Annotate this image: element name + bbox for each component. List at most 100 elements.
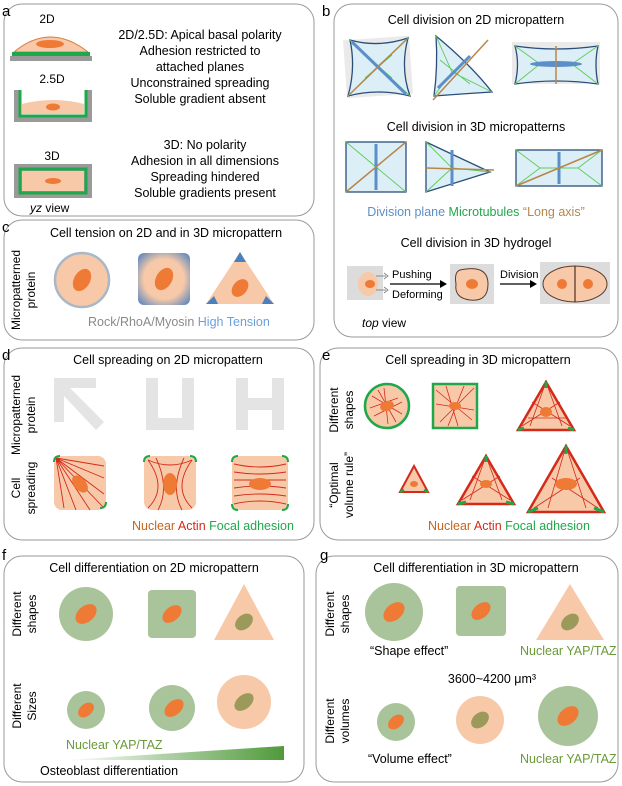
- e-title: Cell spreading in 3D micropattern: [385, 353, 571, 367]
- hydrogel-cell-deformed: [450, 264, 494, 304]
- g-shape-square: [456, 586, 506, 636]
- division-3d-square: [345, 141, 407, 193]
- b-title-3d: Cell division in 3D micropatterns: [387, 120, 566, 134]
- svg-text:Different: Different: [10, 591, 24, 637]
- label-2d: 2D: [39, 12, 55, 26]
- svg-text:Soluble gradients present: Soluble gradients present: [134, 186, 276, 200]
- b-title-hydrogel: Cell division in 3D hydrogel: [401, 236, 552, 250]
- f-shape-triangle: [214, 584, 274, 640]
- svg-text:Micropatterned: Micropatterned: [9, 250, 23, 330]
- c-side-label: Micropatterned protein: [9, 250, 38, 330]
- text-3d-properties: 3D: No polarity Adhesion in all dimensio…: [131, 138, 279, 200]
- text-2d-properties: 2D/2.5D: Apical basal polarity Adhesion …: [118, 28, 282, 106]
- svg-text:Sizes: Sizes: [25, 691, 39, 720]
- pattern-h-shape: [236, 378, 284, 430]
- d-legend: Nuclear Actin Focal adhesion: [132, 519, 294, 533]
- d-title: Cell spreading on 2D micropattern: [73, 353, 263, 367]
- svg-text:Unconstrained spreading: Unconstrained spreading: [131, 76, 270, 90]
- svg-text:“Optimal: “Optimal: [327, 462, 341, 507]
- deforming-label: Deforming: [392, 289, 443, 301]
- division-3d-triangle: [425, 140, 495, 193]
- division-2d-square: [343, 35, 413, 99]
- g-yap-label: Nuclear YAP/TAZ: [520, 644, 617, 658]
- panel-a-letter: a: [2, 3, 11, 20]
- pushing-label: Pushing: [392, 269, 432, 281]
- division-label: Division: [500, 269, 539, 281]
- e-cell-circle: [363, 382, 411, 430]
- f-shape-square: [148, 590, 196, 638]
- svg-text:Micropatterned: Micropatterned: [9, 375, 23, 455]
- c-title: Cell tension on 2D and in 3D micropatter…: [50, 226, 282, 240]
- yz-view-label: yz view: [29, 201, 70, 215]
- f-side-top: Different shapes: [10, 591, 39, 637]
- division-2d-triangle: [432, 34, 494, 101]
- arrow-pushing-head: [440, 280, 447, 288]
- d-side-top: Micropatterned protein: [9, 375, 38, 455]
- tension-circle: [53, 251, 111, 309]
- panel-f-letter: f: [2, 547, 7, 564]
- svg-text:shapes: shapes: [342, 391, 356, 430]
- cell-2d-diagram: [10, 36, 92, 61]
- f-side-bottom: Different Sizes: [10, 683, 39, 729]
- e-legend: Nuclear Actin Focal adhesion: [428, 519, 590, 533]
- e-cell-square: [431, 382, 479, 430]
- svg-text:Spreading hindered: Spreading hindered: [150, 170, 259, 184]
- e-cell-triangle: [515, 379, 577, 432]
- svg-text:Nuclear Actin Focal adhesion: Nuclear Actin Focal adhesion: [428, 519, 590, 533]
- panel-e-letter: e: [322, 347, 330, 364]
- arrow-division-head: [530, 280, 537, 288]
- g-yap-label-2: Nuclear YAP/TAZ: [520, 752, 617, 766]
- svg-text:protein: protein: [24, 272, 38, 309]
- svg-text:Rock/RhoA/Myosin High Tension: Rock/RhoA/Myosin High Tension: [88, 315, 270, 329]
- f-title: Cell differentiation on 2D micropattern: [49, 561, 259, 575]
- b-legend: Division plane Microtubules “Long axis”: [367, 205, 585, 219]
- g-side-bottom: Different volumes: [323, 698, 352, 744]
- hydrogel-cell-divided: [540, 262, 610, 304]
- svg-text:Cell: Cell: [9, 478, 23, 499]
- svg-text:shapes: shapes: [25, 595, 39, 634]
- e-side-top: Different shapes: [327, 387, 356, 433]
- c-legend: Rock/RhoA/Myosin High Tension: [88, 315, 270, 329]
- svg-text:Adhesion in all dimensions: Adhesion in all dimensions: [131, 154, 279, 168]
- panel-d-letter: d: [2, 347, 10, 364]
- f-shape-circle: [59, 587, 113, 641]
- label-3d: 3D: [44, 149, 60, 163]
- g-title: Cell differentiation in 3D micropattern: [373, 561, 578, 575]
- division-3d-rect: [515, 149, 603, 187]
- panel-e-frame: [319, 347, 619, 541]
- tension-triangle: [206, 252, 274, 304]
- svg-text:volume rule”: volume rule”: [342, 452, 356, 518]
- svg-text:Different: Different: [10, 683, 24, 729]
- g-shape-triangle: [536, 584, 604, 640]
- svg-text:Soluble gradient absent: Soluble gradient absent: [134, 92, 266, 106]
- top-view-label: top view: [362, 316, 406, 330]
- b-title-2d: Cell division on 2D micropattern: [388, 13, 565, 27]
- panel-b-letter: b: [322, 3, 330, 20]
- g-shape-effect: “Shape effect”: [370, 644, 448, 658]
- division-2d-rect: [512, 42, 600, 85]
- label-25d: 2.5D: [39, 72, 65, 86]
- osteo-label: Osteoblast differentiation: [40, 764, 178, 778]
- g-volume-effect: “Volume effect”: [368, 752, 452, 766]
- svg-text:Division plane Microtubules “L: Division plane Microtubules “Long axis”: [367, 205, 585, 219]
- g-vol-small: [377, 703, 415, 741]
- g-vol-large: [538, 686, 598, 746]
- e-vol-small: [398, 463, 430, 494]
- svg-text:Different: Different: [323, 591, 337, 637]
- e-vol-medium: [455, 453, 517, 506]
- spread-cell-v: [53, 455, 107, 511]
- f-size-large: [217, 675, 271, 729]
- panel-f-frame: [3, 555, 305, 783]
- spread-cell-u: [143, 455, 197, 511]
- panel-a-frame: [3, 3, 315, 217]
- pattern-u-shape: [146, 378, 194, 430]
- svg-text:Nuclear Actin Focal adhesion: Nuclear Actin Focal adhesion: [132, 519, 294, 533]
- svg-text:Different: Different: [323, 698, 337, 744]
- tension-square: [138, 253, 190, 305]
- cell-3d-diagram: [14, 164, 92, 198]
- svg-text:spreading: spreading: [24, 462, 38, 515]
- svg-text:volumes: volumes: [338, 699, 352, 744]
- svg-text:shapes: shapes: [338, 595, 352, 634]
- g-vol-medium: [456, 696, 504, 744]
- panel-c-letter: c: [2, 219, 10, 236]
